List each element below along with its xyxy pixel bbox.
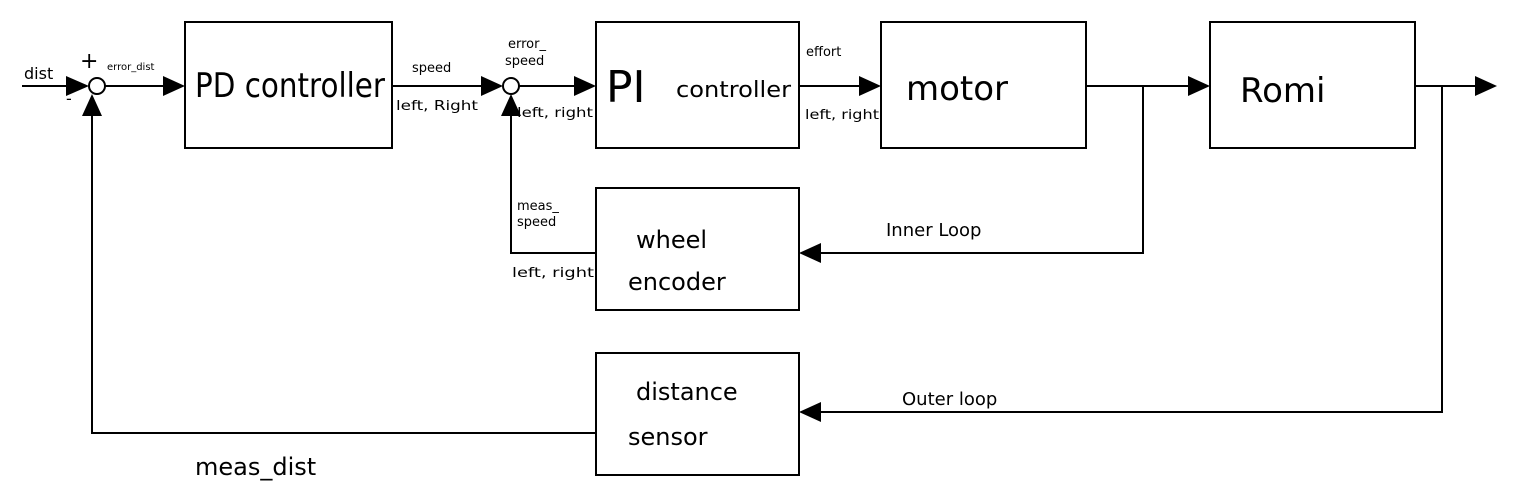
meas-speed-sides-label: left, right (512, 266, 594, 281)
distance-sensor-block: distance sensor (595, 352, 800, 476)
outer-loop-feedback (82, 86, 1443, 434)
dist-input-label: dist (24, 64, 53, 83)
motor-label: motor (906, 69, 1008, 109)
pd-controller-block: PD controller (184, 21, 393, 149)
meas-dist-label: meas_dist (195, 453, 316, 481)
wheel-encoder-label-line1: wheel (636, 226, 707, 254)
effort-label: effort (806, 45, 841, 60)
pd-controller-label: PD controller (195, 66, 385, 106)
summing-junction-distance (88, 77, 106, 95)
motor-block: motor (880, 21, 1087, 149)
meas-speed-label-line2: speed (517, 215, 556, 230)
inner-loop-label: Inner Loop (886, 220, 981, 241)
romi-label: Romi (1240, 71, 1325, 111)
effort-sides-label: left, right (805, 108, 879, 123)
distance-sensor-label-line2: sensor (628, 423, 708, 451)
pi-controller-prefix: PI (606, 62, 646, 113)
romi-block: Romi (1209, 21, 1416, 149)
wheel-encoder-block: wheel encoder (595, 187, 800, 311)
pi-controller-block: PI controller (595, 21, 800, 149)
inner-loop-feedback (501, 86, 1144, 263)
pi-controller-suffix: controller (676, 78, 792, 103)
speed-label: speed (412, 61, 451, 76)
distance-sensor-label-line1: distance (636, 378, 738, 406)
plus-sign: + (80, 49, 98, 74)
error-dist-label: error_dist (107, 62, 155, 73)
error-speed-sides-label: left, right (517, 106, 593, 121)
error-speed-label-line2: speed (505, 54, 544, 69)
wheel-encoder-label-line2: encoder (628, 268, 726, 296)
speed-sides-label: left, Right (396, 99, 478, 114)
minus-sign: - (66, 89, 72, 108)
meas-speed-label-line1: meas_ (517, 199, 559, 214)
summing-junction-speed (502, 77, 520, 95)
error-speed-label-line1: error_ (508, 37, 546, 52)
forward-path (22, 76, 1497, 96)
outer-loop-label: Outer loop (902, 389, 997, 410)
